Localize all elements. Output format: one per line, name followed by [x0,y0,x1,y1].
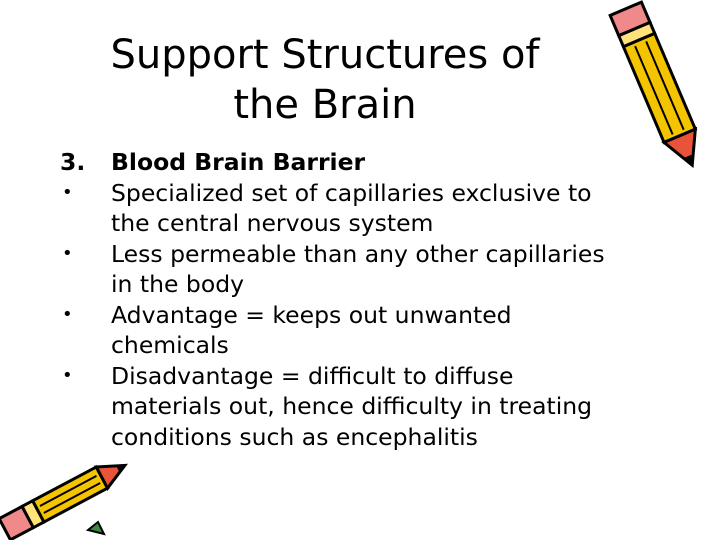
slide-body: 3. Blood Brain Barrier • Specialized set… [60,147,660,452]
bullet-marker: • [62,242,73,264]
slide-title: Support Structures of the Brain [60,30,590,130]
section-number: 3. [60,148,86,176]
bullet-text-line: materials out, hence difficulty in treat… [111,392,593,420]
bullet-text-line: Disadvantage = difficult to diffuse [111,361,514,390]
bullet-text-line: Specialized set of capillaries exclusive… [111,178,592,207]
title-line-1: Support Structures of [110,32,540,78]
title-line-2: the Brain [233,82,417,128]
bullet-marker: • [62,364,73,386]
list-item: • Specialized set of capillaries exclusi… [60,178,660,239]
pencil-icon [0,463,129,540]
pencil-icon [608,0,698,169]
bullet-text-line: conditions such as encephalitis [111,422,478,451]
bullet-text-line: in the body [111,270,245,298]
section-heading-text: Blood Brain Barrier [111,148,366,176]
bullet-text-line: Advantage = keeps out unwanted [111,300,512,329]
bullet-text-line: chemicals [111,331,229,359]
bullet-marker: • [62,181,73,203]
bullet-marker: • [62,303,73,325]
section-heading: 3. Blood Brain Barrier [60,147,660,178]
list-item: • Less permeable than any other capillar… [60,239,660,300]
bullet-text-line: Less permeable than any other capillarie… [111,239,605,268]
list-item: • Disadvantage = difficult to diffuse ma… [60,361,660,453]
bullet-text-line: the central nervous system [111,209,434,237]
list-item: • Advantage = keeps out unwanted chemica… [60,300,660,361]
